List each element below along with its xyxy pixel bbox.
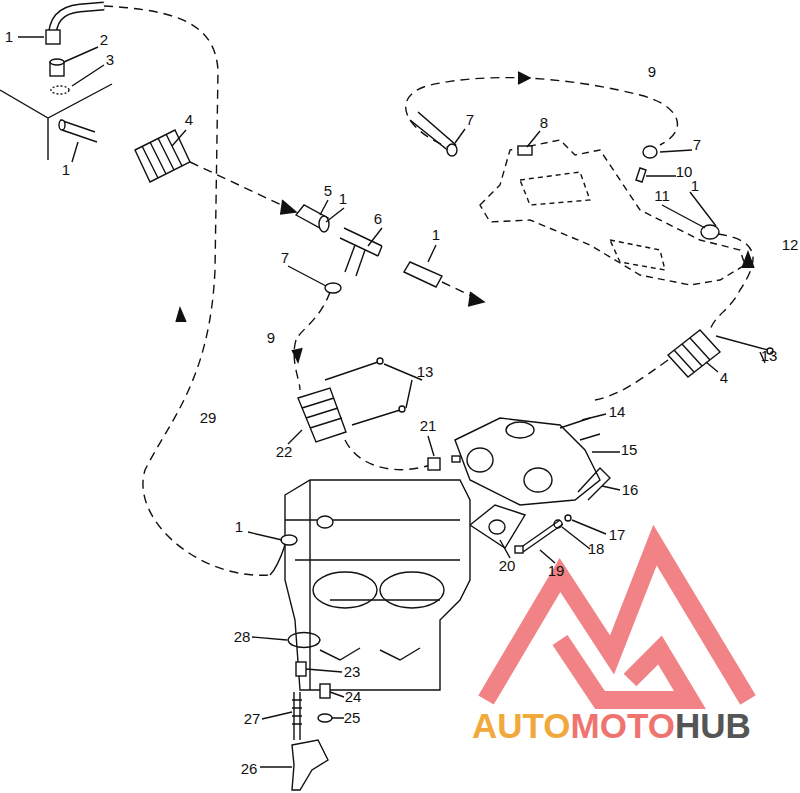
callout-number: 7 [466,112,474,128]
callout-number: 29 [200,410,217,426]
watermark-text: HUB [675,706,751,746]
callout-number: 9 [267,330,275,346]
callout-number: 10 [676,164,693,180]
callout-number: 3 [106,52,114,68]
callout-number: 9 [648,64,656,80]
callout-number: 24 [345,689,362,705]
callout-number: 18 [588,541,605,557]
callout-number: 6 [374,211,382,227]
callout-number: 1 [5,29,13,45]
callout-number: 1 [432,227,440,243]
callout-number: 25 [344,710,361,726]
callout-number: 7 [693,137,701,153]
callout-number: 5 [324,183,332,199]
callout-number: 4 [720,370,728,386]
callout-number: 1 [339,191,347,207]
callout-number: 21 [420,418,437,434]
callout-number: 4 [185,112,193,128]
callout-number: 14 [609,404,626,420]
callout-number: 2 [100,32,108,48]
watermark: AUTOMOTOHUB [472,706,751,746]
callout-number: 16 [622,482,639,498]
watermark-text: MOTO [571,706,675,746]
callout-number: 27 [244,711,261,727]
callout-number: 15 [621,442,638,458]
callout-number: 12 [782,237,799,253]
callout-number: 28 [234,629,251,645]
callout-number: 1 [691,178,699,194]
callout-number: 13 [761,348,778,364]
callout-number: 11 [654,188,670,204]
callout-number: 20 [499,558,516,574]
callout-number: 8 [540,115,548,131]
callout-number: 1 [62,162,70,178]
callout-number: 1 [235,519,243,535]
watermark-text: AUTO [472,706,571,746]
callout-number: 17 [609,527,626,543]
callout-number: 13 [417,364,434,380]
callout-number: 22 [276,444,293,460]
callout-number: 19 [548,563,565,579]
callout-number: 26 [241,761,258,777]
callout-number: 7 [281,250,289,266]
callout-number: 23 [344,664,361,680]
